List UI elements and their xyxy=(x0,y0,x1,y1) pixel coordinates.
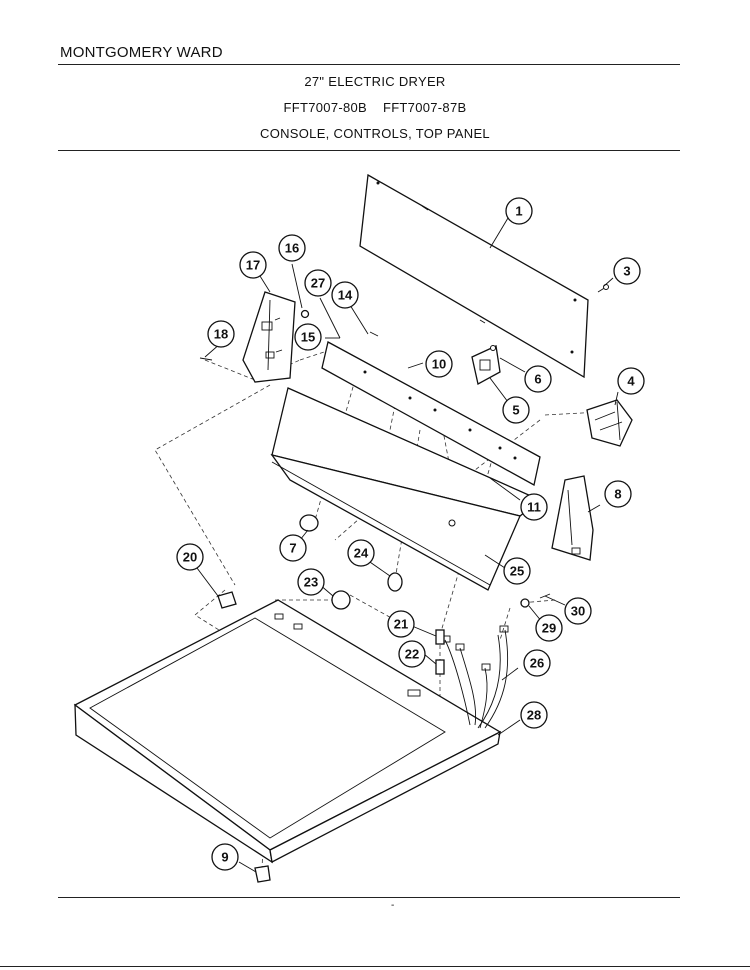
callout-label: 23 xyxy=(304,575,318,590)
callout-label: 27 xyxy=(311,276,325,291)
top-panel xyxy=(73,599,502,864)
title-rule xyxy=(58,150,680,151)
callout-label: 8 xyxy=(614,487,621,502)
callout-label: 3 xyxy=(623,264,630,279)
screw-part-3 xyxy=(597,284,609,293)
control-knob xyxy=(299,514,319,532)
callout-label: 30 xyxy=(571,604,585,619)
callout-15: 15 xyxy=(294,323,322,351)
switch-bracket xyxy=(471,345,501,385)
callout-label: 25 xyxy=(510,564,524,579)
callout-16: 16 xyxy=(278,234,306,262)
callout-23: 23 xyxy=(297,568,325,596)
screw-part-18 xyxy=(199,357,213,361)
callout-label: 17 xyxy=(246,258,260,273)
callout-18: 18 xyxy=(207,320,235,348)
callout-9: 9 xyxy=(211,843,239,871)
section-title: CONSOLE, CONTROLS, TOP PANEL xyxy=(260,126,490,141)
console-back-panel xyxy=(359,173,589,379)
callout-29: 29 xyxy=(535,614,563,642)
callout-label: 5 xyxy=(512,403,519,418)
callout-label: 24 xyxy=(354,546,369,561)
model-number: FFT7007-80B xyxy=(283,100,368,115)
callout-28: 28 xyxy=(520,701,548,729)
callout-label: 7 xyxy=(289,541,296,556)
callout-label: 9 xyxy=(221,850,228,865)
callout-label: 16 xyxy=(285,241,299,256)
terminal-block xyxy=(435,629,445,675)
footer-rule xyxy=(58,897,680,898)
callout-11: 11 xyxy=(520,493,548,521)
left-console-end-cap xyxy=(242,291,296,383)
timer xyxy=(586,399,633,447)
callout-5: 5 xyxy=(502,396,530,424)
callout-7: 7 xyxy=(279,534,307,562)
callout-21: 21 xyxy=(387,610,415,638)
callout-label: 11 xyxy=(527,500,541,515)
callout-24: 24 xyxy=(347,539,375,567)
callout-label: 14 xyxy=(338,288,353,303)
control-panel xyxy=(321,341,541,486)
callout-label: 4 xyxy=(627,374,635,389)
header-rule xyxy=(58,64,680,65)
callout-30: 30 xyxy=(564,597,592,625)
callout-label: 6 xyxy=(534,372,541,387)
page-bottom-rule xyxy=(0,966,750,967)
callout-10: 10 xyxy=(425,350,453,378)
callout-label: 22 xyxy=(405,647,419,662)
leveling-leg xyxy=(254,865,271,883)
knob-part-24 xyxy=(387,572,403,592)
callout-label: 21 xyxy=(394,617,408,632)
model-number: FFT7007-87B xyxy=(382,100,467,115)
callout-8: 8 xyxy=(604,480,632,508)
washer-part-29 xyxy=(520,598,530,608)
brand-name: MONTGOMERY WARD xyxy=(60,44,223,61)
callout-label: 10 xyxy=(432,357,446,372)
callout-label: 26 xyxy=(530,656,544,671)
callout-4: 4 xyxy=(617,367,645,395)
model-numbers: FFT7007-80B FFT7007-87B xyxy=(0,100,750,115)
callout-20: 20 xyxy=(176,543,204,571)
diagram-title: 27" ELECTRIC DRYER xyxy=(304,74,446,89)
callout-14: 14 xyxy=(331,281,359,309)
callout-label: 18 xyxy=(214,327,228,342)
callout-27: 27 xyxy=(304,269,332,297)
callout-6: 6 xyxy=(524,365,552,393)
console-front xyxy=(270,387,542,591)
callout-3: 3 xyxy=(613,257,641,285)
hinge-part-20 xyxy=(217,591,237,609)
callout-25: 25 xyxy=(503,557,531,585)
callout-label: 28 xyxy=(527,708,541,723)
callout-label: 20 xyxy=(183,550,197,565)
callout-label: 1 xyxy=(515,204,522,219)
callout-label: 29 xyxy=(542,621,556,636)
callout-1: 1 xyxy=(505,197,533,225)
knob-part-23 xyxy=(331,590,351,610)
footer-mark: - xyxy=(391,900,395,911)
callout-22: 22 xyxy=(398,640,426,668)
right-console-end-cap xyxy=(551,475,594,561)
wire-harness xyxy=(441,625,509,729)
clip-part-16 xyxy=(300,309,310,319)
callout-26: 26 xyxy=(523,649,551,677)
screw-part-14 xyxy=(369,331,379,337)
callout-label: 15 xyxy=(301,330,315,345)
callout-17: 17 xyxy=(239,251,267,279)
